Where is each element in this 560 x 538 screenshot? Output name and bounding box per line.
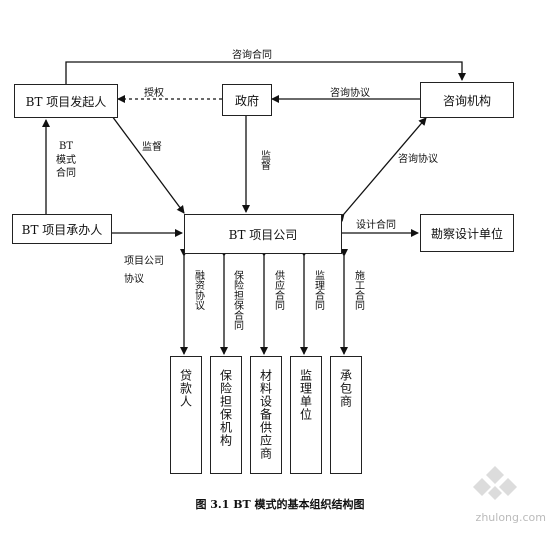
edge-bt-mode-contract: BT 模式合同: [56, 141, 76, 179]
node-insurer-label: 保险担保机构: [218, 369, 233, 447]
watermark-logo-icon: [473, 466, 517, 500]
watermark-text: zhulong.com: [475, 511, 546, 524]
edge-consult-agreement-right: 咨询协议: [398, 154, 438, 165]
node-insurer: 保险担保机构: [210, 356, 242, 474]
node-initiator: BT 项目发起人: [14, 84, 118, 118]
consult-contract-line: [65, 61, 466, 84]
edge-consult-contract: 咨询合同: [232, 50, 272, 61]
edge-supervision: 监理合同: [312, 270, 324, 310]
edge-supervise-left: 监督: [142, 142, 162, 153]
node-supplier-label: 材料设备供应商: [258, 369, 273, 460]
node-consultancy: 咨询机构: [420, 82, 514, 118]
node-company: BT 项目公司: [184, 214, 342, 254]
node-supplier: 材料设备供应商: [250, 356, 282, 474]
node-lender-label: 贷款人: [178, 369, 193, 408]
edge-financing: 融资协议: [192, 270, 204, 310]
edge-consult-agreement-top: 咨询协议: [330, 88, 370, 99]
node-survey: 勘察设计单位: [420, 214, 514, 252]
edge-company-agreement-2: 协议: [124, 274, 144, 285]
edge-construction: 施工合同: [352, 270, 364, 310]
edge-insurance: 保险担保合同: [231, 270, 243, 330]
node-lender: 贷款人: [170, 356, 202, 474]
node-government: 政府: [222, 84, 272, 116]
edge-supply: 供应合同: [272, 270, 284, 310]
node-supervisor-label: 监理单位: [298, 369, 313, 421]
edge-supervise-mid: 监督: [258, 150, 270, 170]
figure-caption: 图 3.1 BT 模式的基本组织结构图: [195, 498, 365, 511]
node-builder: 承包商: [330, 356, 362, 474]
edge-design-contract: 设计合同: [356, 220, 396, 231]
consult-agreement-right-line: [336, 117, 427, 222]
supervise-left-line: [111, 115, 185, 214]
node-contractor: BT 项目承办人: [12, 214, 112, 244]
edge-authorize: 授权: [144, 88, 164, 99]
edge-company-agreement-1: 项目公司: [124, 256, 164, 267]
node-builder-label: 承包商: [338, 369, 353, 408]
node-supervisor: 监理单位: [290, 356, 322, 474]
